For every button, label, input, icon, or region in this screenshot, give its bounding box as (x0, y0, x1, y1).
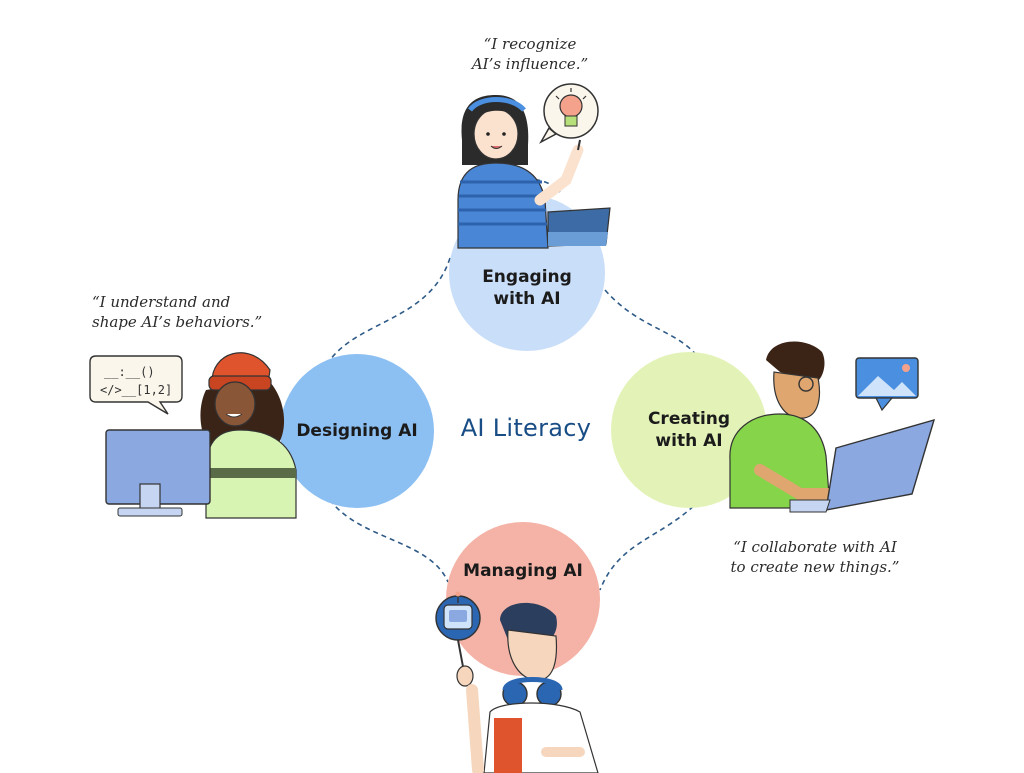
center-title: AI Literacy (460, 414, 592, 442)
person-creating-illustration (729, 341, 936, 513)
connector-designing-managing (329, 499, 449, 583)
connector-engaging-designing (329, 257, 451, 361)
person-engaging-illustration (457, 83, 611, 249)
connector-creating-managing (599, 499, 701, 591)
quote-engaging: “I recognize AI’s influence.” (471, 35, 589, 73)
robot-icon (435, 591, 481, 673)
lightbulb-icon (539, 83, 599, 144)
quote-creating: “I collaborate with AI to create new thi… (730, 538, 900, 576)
connector-engaging-creating (604, 289, 701, 361)
code-line-2: </>__[1,2] (100, 383, 172, 397)
person-managing-illustration (435, 591, 599, 773)
circle-label-creating: Creating with AI (647, 409, 731, 451)
image-bubble-icon (855, 357, 919, 412)
circle-label-managing: Managing AI (463, 561, 583, 581)
circle-label-engaging: Engaging with AI (482, 267, 572, 309)
circle-label-designing: Designing AI (296, 421, 418, 441)
person-designing-illustration: __:__() </>__[1,2] (89, 352, 297, 519)
code-bubble-icon: __:__() </>__[1,2] (89, 355, 183, 415)
circle-designing-ai: Designing AI (280, 354, 434, 508)
code-line-1: __:__() (104, 365, 155, 379)
quote-designing: “I understand and shape AI’s behaviors.” (92, 293, 263, 331)
